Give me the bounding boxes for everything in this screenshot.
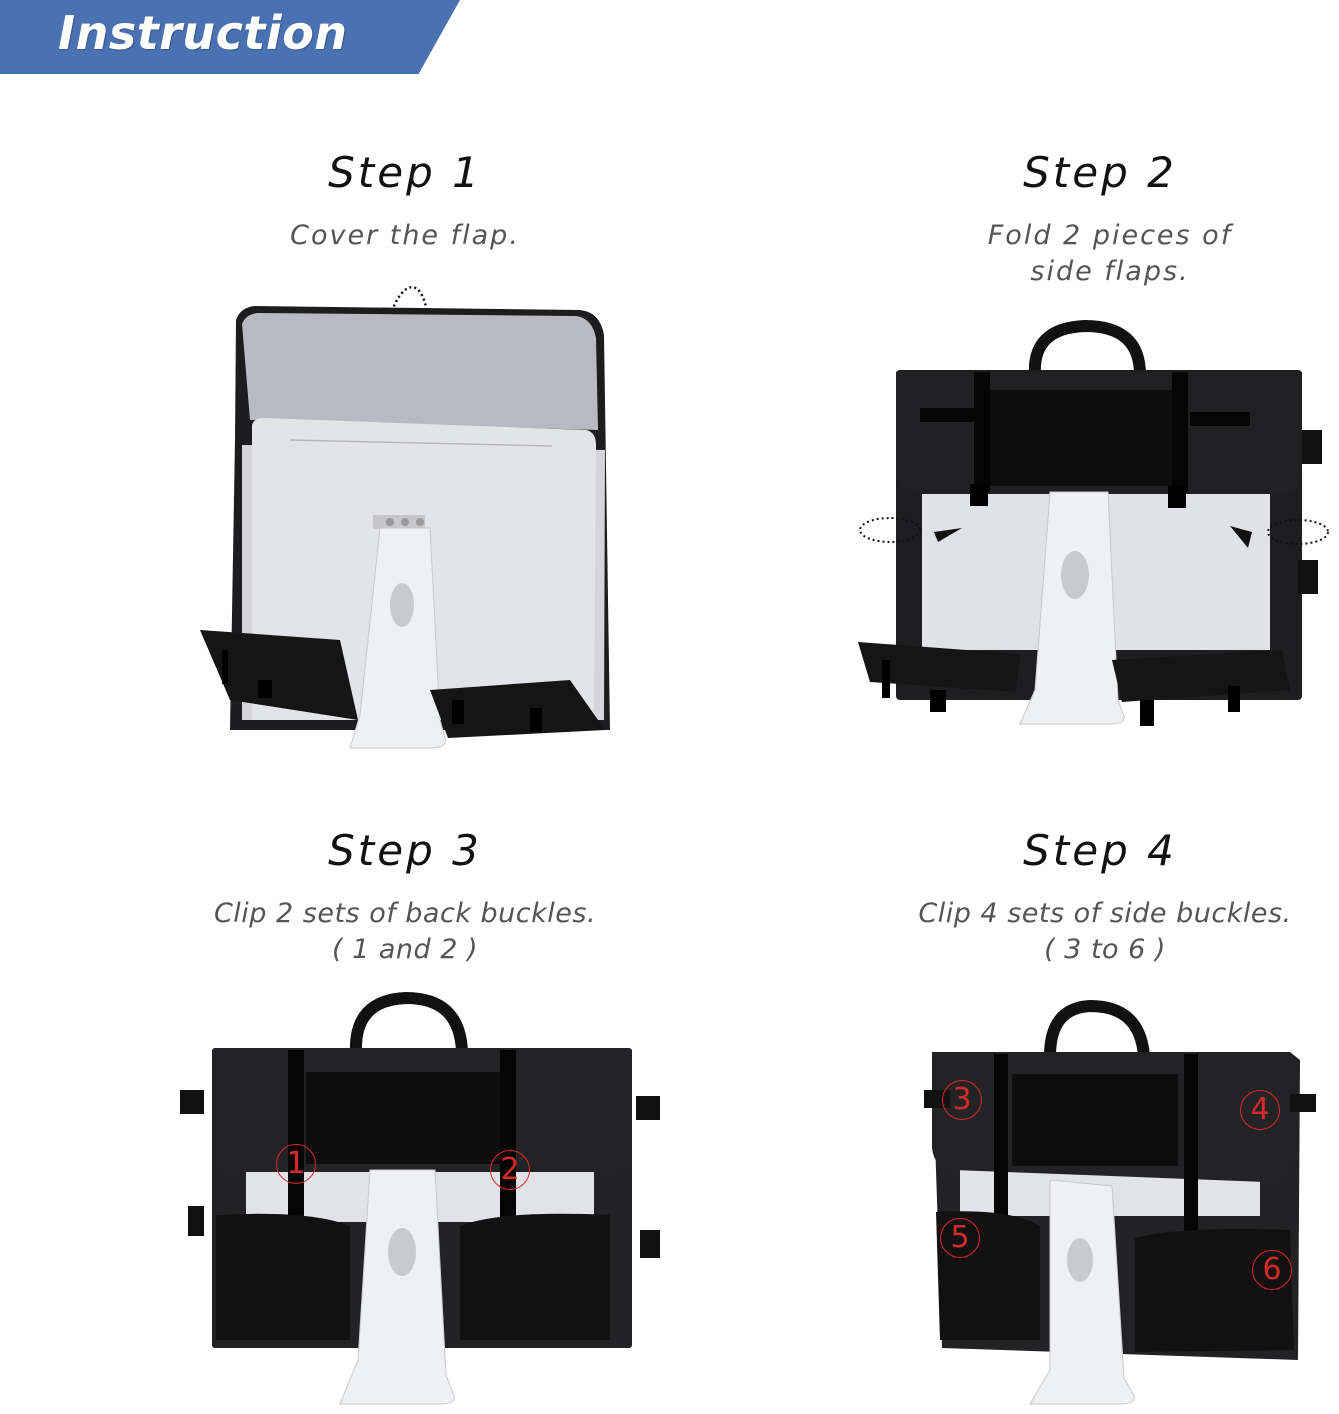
step-desc-line: side flaps. xyxy=(1030,256,1190,287)
step-1-description: Cover the flap. xyxy=(200,218,610,254)
banner-title: Instruction xyxy=(58,6,348,60)
step-desc-line: ( 1 and 2 ) xyxy=(331,934,479,965)
step-desc-line: Clip 2 sets of back buckles. xyxy=(213,898,597,929)
step-desc-line: Clip 4 sets of side buckles. xyxy=(918,898,1292,929)
step-title: Step 4 xyxy=(1023,826,1177,875)
step-4-description: Clip 4 sets of side buckles. ( 3 to 6 ) xyxy=(890,896,1320,968)
step-3-heading: Step 3 xyxy=(200,826,610,875)
buckle-callout-1: 1 xyxy=(276,1144,316,1184)
step-desc-line: ( 3 to 6 ) xyxy=(1044,934,1166,965)
buckle-callout-4: 4 xyxy=(1240,1090,1280,1130)
buckle-callout-2: 2 xyxy=(490,1150,530,1190)
step-1-illustration xyxy=(200,286,610,749)
buckle-callout-6: 6 xyxy=(1252,1250,1292,1290)
step-3-illustration xyxy=(180,991,660,1405)
step-4-illustration xyxy=(924,999,1316,1405)
step-2-heading: Step 2 xyxy=(900,148,1300,197)
step-3-description: Clip 2 sets of back buckles. ( 1 and 2 ) xyxy=(190,896,620,968)
instruction-banner xyxy=(0,0,460,74)
step-2-description: Fold 2 pieces of side flaps. xyxy=(900,218,1320,290)
step-title: Step 1 xyxy=(328,148,482,197)
step-title: Step 3 xyxy=(328,826,482,875)
step-1-heading: Step 1 xyxy=(200,148,610,197)
step-desc-line: Fold 2 pieces of xyxy=(987,220,1233,251)
buckle-callout-3: 3 xyxy=(942,1080,982,1120)
step-4-heading: Step 4 xyxy=(900,826,1300,875)
step-desc-line: Cover the flap. xyxy=(290,220,520,251)
step-title: Step 2 xyxy=(1023,148,1177,197)
buckle-callout-5: 5 xyxy=(940,1218,980,1258)
step-2-illustration xyxy=(858,320,1329,726)
